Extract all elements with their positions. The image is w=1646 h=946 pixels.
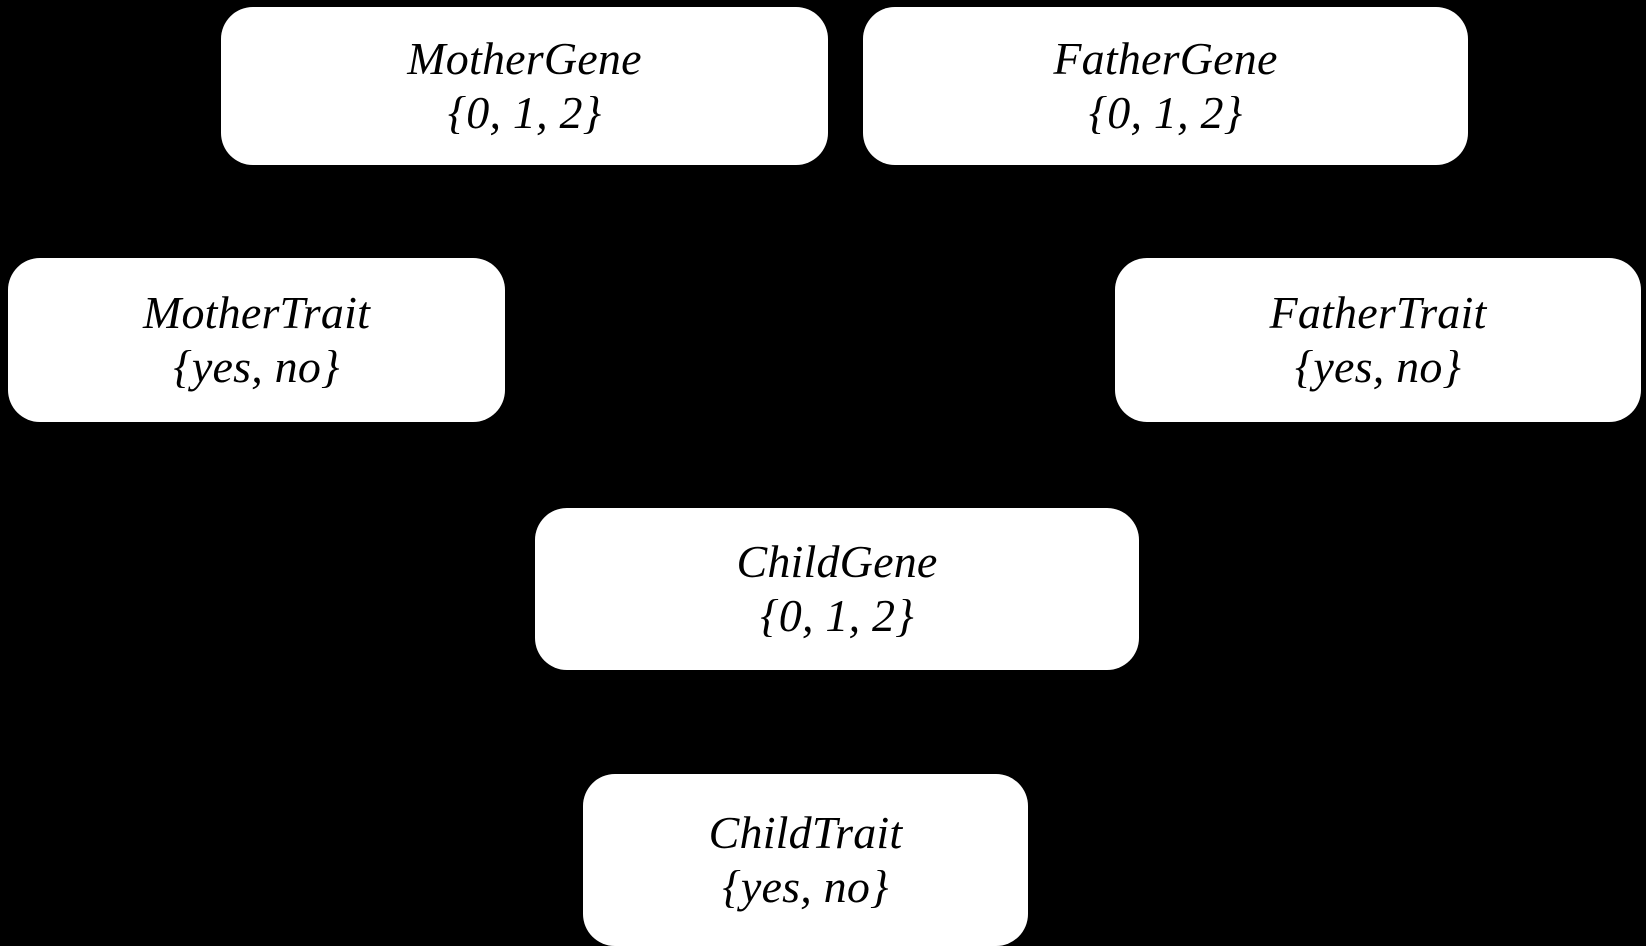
node-father-trait[interactable]: FatherTrait {yes, no} [1115, 258, 1641, 422]
node-child-trait[interactable]: ChildTrait {yes, no} [583, 774, 1028, 946]
node-child-trait-domain: {yes, no} [722, 861, 889, 912]
node-mother-trait[interactable]: MotherTrait {yes, no} [8, 258, 505, 422]
node-father-gene[interactable]: FatherGene {0, 1, 2} [863, 7, 1468, 165]
node-child-trait-label: ChildTrait [708, 806, 903, 858]
node-child-gene[interactable]: ChildGene {0, 1, 2} [535, 508, 1139, 670]
node-mother-gene-domain: {0, 1, 2} [447, 87, 602, 138]
node-mother-gene-label: MotherGene [407, 32, 642, 84]
node-father-trait-label: FatherTrait [1269, 286, 1487, 338]
node-father-gene-domain: {0, 1, 2} [1088, 87, 1243, 138]
node-mother-gene[interactable]: MotherGene {0, 1, 2} [221, 7, 828, 165]
node-child-gene-label: ChildGene [736, 535, 938, 587]
node-child-gene-domain: {0, 1, 2} [760, 590, 914, 641]
node-mother-trait-domain: {yes, no} [173, 341, 340, 392]
node-father-gene-label: FatherGene [1053, 32, 1278, 84]
node-mother-trait-label: MotherTrait [142, 286, 371, 338]
node-father-trait-domain: {yes, no} [1294, 341, 1462, 392]
